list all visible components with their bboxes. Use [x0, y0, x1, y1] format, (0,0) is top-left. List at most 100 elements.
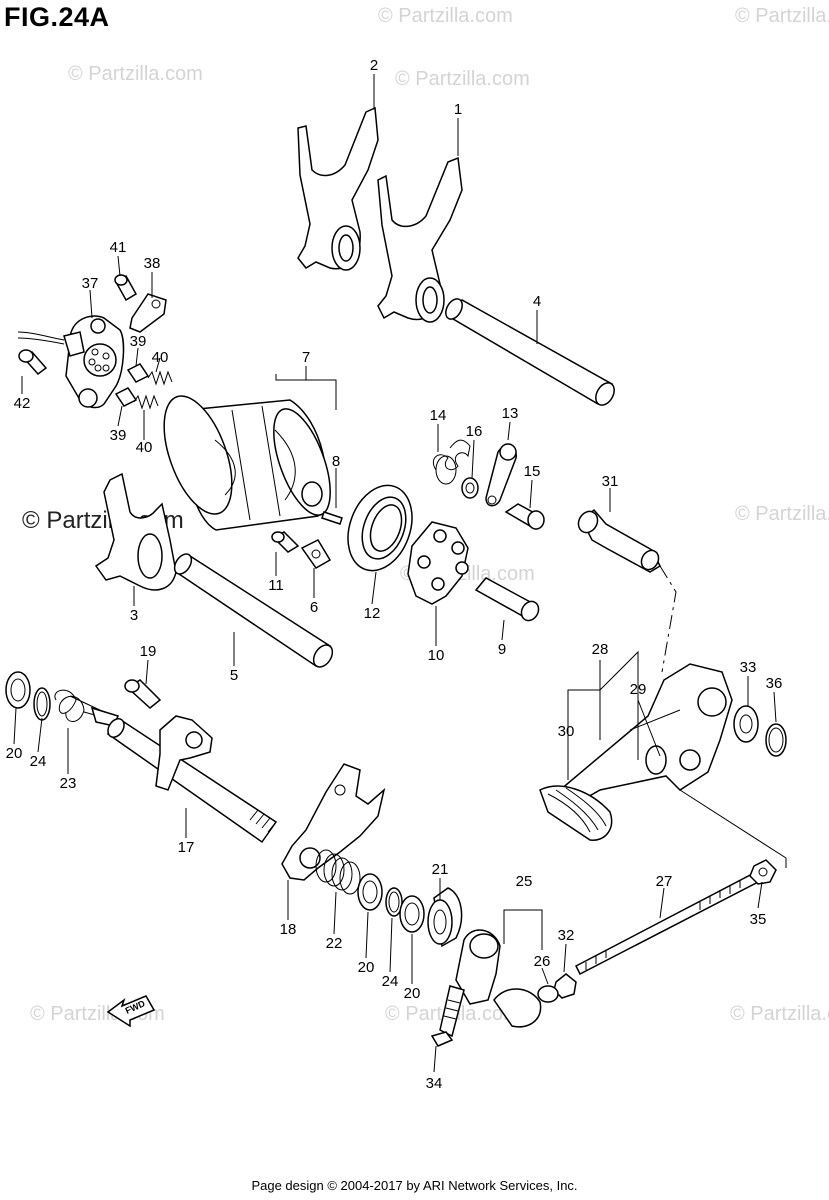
callout-11: 11: [268, 577, 284, 594]
callout-26: 26: [534, 953, 551, 970]
part-19-bolt: [124, 679, 162, 709]
callout-13: 13: [502, 405, 519, 422]
part-14-spring: [432, 439, 471, 485]
callout-24: 24: [382, 973, 399, 990]
part-40-spring-lower: [133, 394, 159, 410]
part-38-plate: [129, 293, 167, 333]
callout-24: 24: [30, 753, 47, 770]
part-11-bolt: [271, 531, 300, 553]
callout-23: 23: [60, 775, 77, 792]
callout-16: 16: [466, 423, 483, 440]
watermark: © Partzilla.com: [395, 68, 530, 90]
callout-22: 22: [326, 935, 343, 952]
callout-20: 20: [358, 959, 375, 976]
part-41-bolt: [114, 274, 138, 302]
part-17-shift-shaft: [106, 715, 278, 844]
footer-copyright: Page design © 2004-2017 by ARI Network S…: [251, 1178, 578, 1193]
watermark: © Partzilla.com: [378, 5, 513, 27]
callout-28: 28: [592, 641, 609, 658]
part-30-pedal-rubber: [539, 785, 613, 841]
callout-25: 25: [516, 873, 533, 890]
callout-33: 33: [740, 659, 757, 676]
callout-30: 30: [558, 723, 575, 740]
callout-2: 2: [370, 57, 378, 74]
callout-38: 38: [144, 255, 161, 272]
part-1-shift-fork: [377, 156, 463, 323]
part-5-fork-shaft: [173, 553, 334, 668]
part-18-shift-arm: [281, 763, 386, 881]
watermark: © Partzilla.com: [68, 63, 203, 85]
callout-39: 39: [110, 427, 127, 444]
callout-36: 36: [766, 675, 783, 692]
part-26-rod-end-ball: [537, 985, 559, 1003]
part-8-pin: [321, 511, 343, 525]
part-24-circlip-left: [33, 687, 51, 721]
part-12-bearing: [347, 484, 413, 572]
part-40-spring-upper: [147, 370, 173, 386]
part-6-washer: [300, 539, 332, 569]
callout-5: 5: [230, 667, 238, 684]
part-3-shift-fork: [94, 472, 177, 591]
callout-9: 9: [498, 641, 506, 658]
callout-27: 27: [656, 873, 673, 890]
part-37-sensor: [17, 315, 125, 409]
part-20-washer-right: [399, 895, 425, 933]
figure-title: FIG.24A: [4, 2, 110, 32]
callout-19: 19: [140, 643, 157, 660]
callout-8: 8: [332, 453, 340, 470]
part-23-return-spring: [54, 689, 121, 727]
callout-3: 3: [130, 607, 138, 624]
part-39-pin-upper: [126, 363, 150, 383]
part-20-washer-left: [5, 671, 31, 709]
callout-31: 31: [602, 473, 619, 490]
part-22-spring: [315, 849, 361, 895]
callout-41: 41: [110, 239, 127, 256]
part-31-pivot-bolt: [577, 508, 661, 573]
callout-6: 6: [310, 599, 318, 616]
part-35-nut: [749, 859, 777, 885]
callout-39: 39: [130, 333, 147, 350]
part-15-bolt: [504, 503, 545, 530]
watermark: © Partzilla.com: [735, 503, 829, 525]
callout-29: 29: [630, 681, 647, 698]
part-28-shift-lever: [558, 663, 733, 807]
callout-labels: 1 2 3 4 5 6 7 8 9 10 11 12 13 14 15 16 1…: [6, 57, 783, 1092]
callout-20: 20: [404, 985, 421, 1002]
part-2-shift-fork: [297, 106, 379, 271]
callout-34: 34: [426, 1075, 443, 1092]
part-21-bush: [427, 887, 463, 948]
callout-20: 20: [6, 745, 23, 762]
callout-35: 35: [750, 911, 767, 928]
callout-15: 15: [524, 463, 541, 480]
part-25-rod-end: [455, 929, 542, 1028]
part-7-shift-cam: [163, 395, 331, 531]
part-24-circlip-center: [385, 887, 403, 917]
part-39-pin-lower: [114, 387, 138, 407]
part-36-circlip: [765, 723, 787, 757]
callout-14: 14: [430, 407, 447, 424]
callout-32: 32: [558, 927, 575, 944]
callout-21: 21: [432, 861, 449, 878]
part-4-fork-shaft: [445, 298, 615, 406]
part-9-bolt: [474, 577, 540, 622]
callout-17: 17: [178, 839, 195, 856]
callout-42: 42: [14, 395, 31, 412]
callout-10: 10: [428, 647, 445, 664]
callout-12: 12: [364, 605, 381, 622]
part-20-washer-center: [357, 873, 383, 911]
part-34-bolt: [430, 985, 465, 1047]
part-33-washer: [733, 705, 759, 743]
part-16-washer: [461, 477, 479, 499]
callout-1: 1: [454, 101, 462, 118]
fwd-arrow-icon: FWD: [106, 995, 156, 1028]
part-13-stopper-arm: [485, 443, 517, 507]
callout-18: 18: [280, 921, 297, 938]
part-10-stopper-plate: [407, 521, 469, 605]
callout-7: 7: [302, 349, 310, 366]
leader-lines: [13, 74, 777, 1073]
callout-37: 37: [82, 275, 99, 292]
watermark: © Partzilla.com: [735, 5, 829, 27]
watermark-group: © Partzilla.com © Partzilla.com © Partzi…: [22, 5, 829, 1025]
callout-40: 40: [152, 349, 169, 366]
